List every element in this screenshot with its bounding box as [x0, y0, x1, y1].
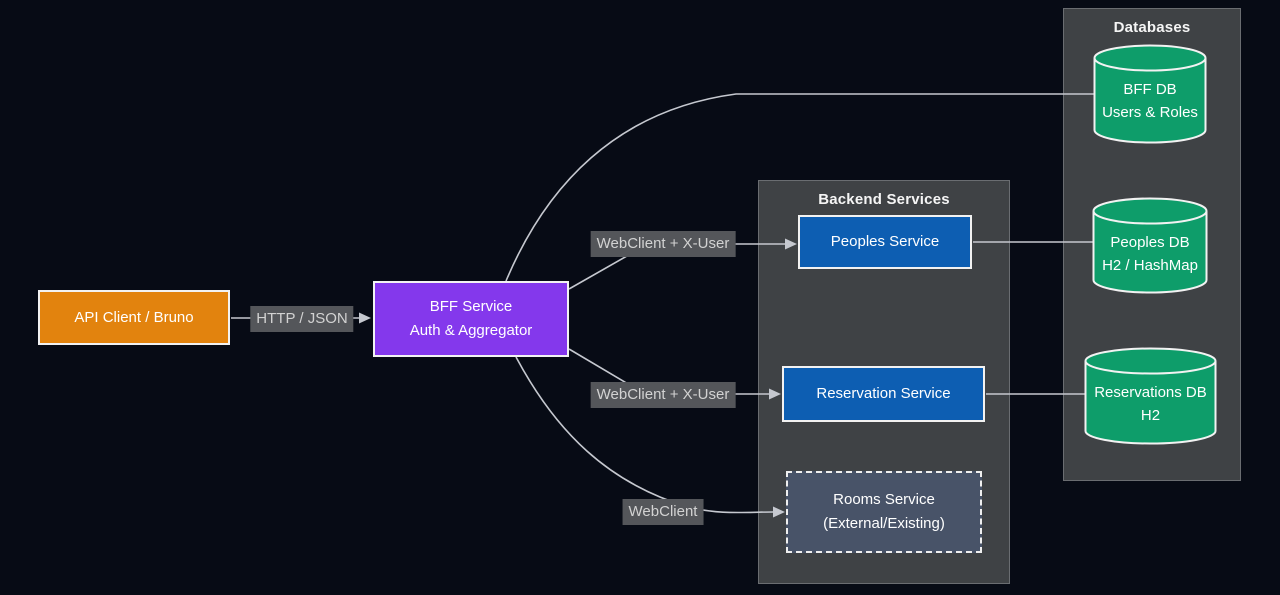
node-api-client: API Client / Bruno [38, 290, 230, 345]
backend-services-title: Backend Services [818, 191, 950, 208]
rooms-service-label-line2: (External/Existing) [823, 515, 945, 532]
peoples-db-cylinder-shape [1092, 197, 1208, 294]
node-bff-service: BFF Service Auth & Aggregator [373, 281, 569, 357]
edge-label-webclient-xuser-peoples: WebClient + X-User [590, 231, 736, 257]
reservations-db-label-line1: Reservations DB [1094, 384, 1207, 401]
arrowhead-into-bff [359, 312, 371, 324]
bff-service-label-line2: Auth & Aggregator [409, 322, 533, 339]
edge-label-http-json: HTTP / JSON [250, 306, 354, 332]
peoples-db-label: Peoples DB H2 / HashMap [1092, 231, 1208, 277]
peoples-db-label-line1: Peoples DB [1110, 234, 1190, 251]
edge-bff-to-rooms-service [515, 356, 774, 514]
reservations-db-label: Reservations DB H2 [1084, 381, 1217, 427]
edge-label-webclient-xuser-reservation: WebClient + X-User [590, 382, 736, 408]
node-peoples-db: Peoples DB H2 / HashMap [1092, 197, 1208, 294]
reservations-db-cylinder-shape [1084, 347, 1217, 445]
node-peoples-service: Peoples Service [798, 215, 972, 269]
node-bff-db: BFF DB Users & Roles [1093, 44, 1207, 144]
bff-db-cylinder-shape [1093, 44, 1207, 144]
bff-db-label: BFF DB Users & Roles [1093, 78, 1207, 124]
bff-db-label-line1: BFF DB [1123, 81, 1177, 98]
edge-label-webclient-rooms: WebClient [622, 499, 704, 525]
reservation-service-label: Reservation Service [816, 385, 951, 402]
bff-db-label-line2: Users & Roles [1102, 104, 1198, 121]
peoples-db-label-line2: H2 / HashMap [1102, 257, 1198, 274]
api-client-label: API Client / Bruno [74, 308, 194, 326]
bff-service-label-line1: BFF Service [429, 298, 513, 315]
peoples-service-label: Peoples Service [830, 233, 940, 250]
databases-title: Databases [1113, 19, 1191, 36]
node-reservations-db: Reservations DB H2 [1084, 347, 1217, 445]
rooms-service-label-line1: Rooms Service [833, 491, 935, 508]
node-reservation-service: Reservation Service [782, 366, 985, 422]
reservations-db-label-line2: H2 [1140, 407, 1161, 424]
node-rooms-service: Rooms Service (External/Existing) [786, 471, 982, 553]
